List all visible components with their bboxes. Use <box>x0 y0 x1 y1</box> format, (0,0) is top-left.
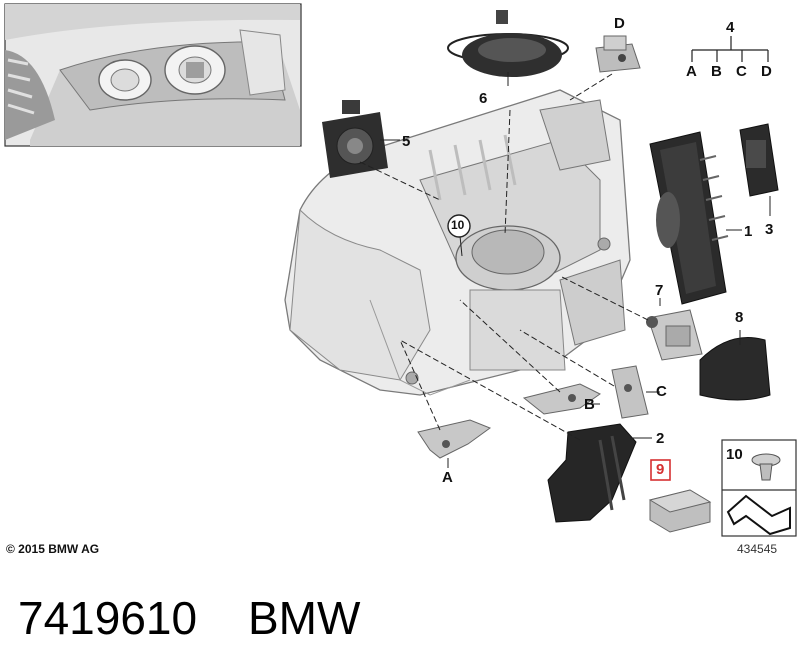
item-9-highlight-frame <box>650 459 671 481</box>
callout-a: A <box>442 469 453 486</box>
part-number: 7419610 <box>18 592 198 644</box>
adjuster-unit-part <box>322 100 388 178</box>
callout-9: 9 <box>656 461 665 478</box>
callout-8: 8 <box>735 309 744 326</box>
variant-leaf-d: D <box>761 63 772 80</box>
callout-2: 2 <box>656 430 665 447</box>
callout-1: 1 <box>744 223 753 240</box>
callout-10-circle <box>447 214 471 238</box>
legend-callout-10: 10 <box>726 446 743 463</box>
cover-cap-part <box>447 10 569 77</box>
callout-3: 3 <box>765 221 774 238</box>
callout-b: B <box>584 396 595 413</box>
arrow-symbol-icon <box>726 494 791 536</box>
module-part <box>739 123 779 197</box>
control-unit-part <box>649 131 729 305</box>
callout-5: 5 <box>402 133 411 150</box>
copyright-notice: © 2015 BMW AG <box>6 542 100 556</box>
variant-leaf-c: C <box>736 63 747 80</box>
legend-box <box>721 439 797 537</box>
leader-lines <box>359 72 771 468</box>
brand-name: BMW <box>248 592 361 644</box>
variant-tree-lines <box>691 36 769 62</box>
cover-seal-part <box>699 337 771 401</box>
callout-d: D <box>614 15 625 32</box>
callout-4: 4 <box>726 19 735 36</box>
callout-10: 10 <box>451 218 465 232</box>
vehicle-inset-illustration <box>4 3 302 147</box>
callout-7: 7 <box>655 282 664 299</box>
mounting-bracket-part <box>547 423 637 523</box>
variant-leaf-b: B <box>711 63 722 80</box>
bracket-b-part <box>522 383 601 415</box>
bracket-d-part <box>595 35 641 73</box>
variant-leaf-a: A <box>686 63 697 80</box>
callout-6: 6 <box>479 90 488 107</box>
bracket-a-part <box>417 419 492 459</box>
motor-part <box>646 309 703 361</box>
screw-icon <box>751 453 781 481</box>
figure-number: 434545 <box>737 542 778 556</box>
bracket-c-part <box>611 365 649 419</box>
callout-c: C <box>656 383 667 400</box>
gasket-box-part <box>648 489 712 533</box>
